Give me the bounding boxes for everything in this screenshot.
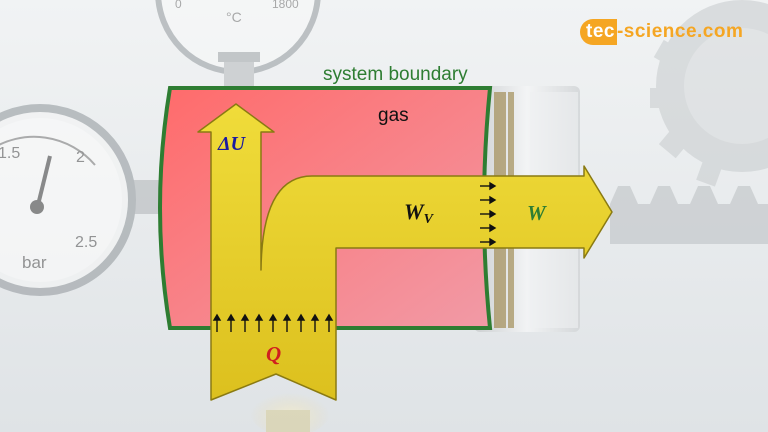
volume-work-label: WV — [404, 199, 435, 227]
pressure-gauge: 1.5 2 2.5 bar — [0, 104, 160, 296]
system-boundary-label: system boundary — [323, 64, 468, 85]
work-label: W — [527, 201, 547, 225]
volume-work-arrows — [480, 181, 497, 247]
gas-label: gas — [378, 105, 409, 126]
heat-label: Q — [266, 342, 281, 366]
pressure-unit: bar — [22, 253, 47, 272]
burner — [250, 388, 330, 432]
pressure-tick-2: 2 — [76, 149, 85, 166]
pressure-tick-2-5: 2.5 — [75, 234, 97, 251]
temperature-tick-1800: 1800 — [272, 0, 299, 11]
temperature-unit: °C — [226, 9, 242, 25]
temperature-gauge: 0 1800 °C — [155, 0, 321, 90]
volume-work-subscript: V — [424, 212, 435, 227]
pressure-tick-1-5: 1.5 — [0, 145, 20, 162]
gear-rack — [610, 186, 768, 244]
logo-dash: - — [616, 21, 624, 42]
heat-input-arrows — [212, 313, 334, 332]
logo-part-tec: tec — [580, 19, 617, 45]
logo-part-science: science.com — [623, 21, 744, 42]
temperature-tick-0: 0 — [175, 0, 182, 11]
gear-icon — [650, 0, 768, 187]
volume-work-symbol: W — [404, 199, 425, 224]
tec-science-logo[interactable]: tec-science.com — [580, 14, 743, 50]
delta-u-label: ΔU — [217, 133, 247, 155]
